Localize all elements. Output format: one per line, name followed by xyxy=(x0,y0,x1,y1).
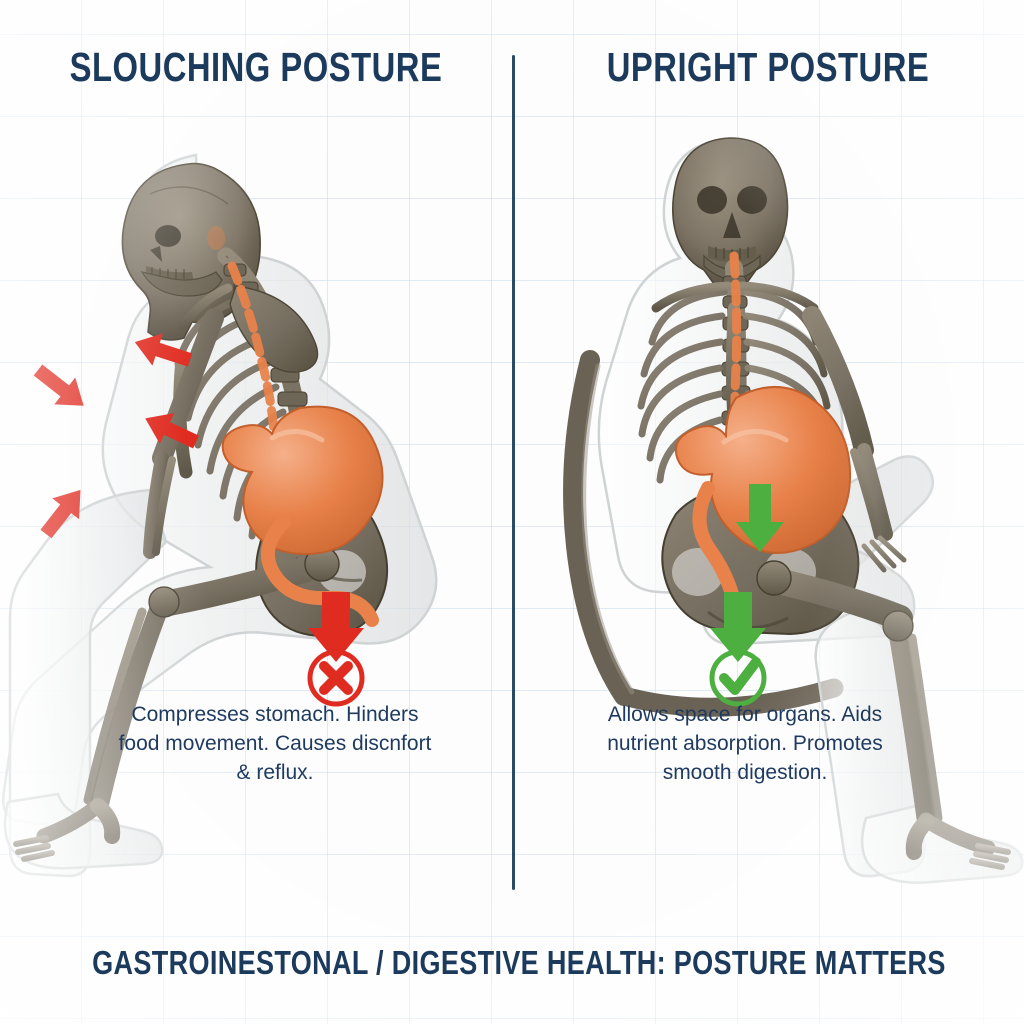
left-panel-title: SLOUCHING POSTURE xyxy=(69,44,443,90)
slouching-posture-figure xyxy=(2,153,438,878)
bottom-banner: GASTROINESTONAL / DIGESTIVE HEALTH: POST… xyxy=(92,944,946,981)
slouching-verdict-group xyxy=(307,592,365,707)
right-panel-caption: Allows space for organs. Aids nutrient a… xyxy=(607,703,883,784)
upright-posture-figure xyxy=(563,137,1024,884)
upright-verdict-group xyxy=(709,592,767,707)
panel-divider xyxy=(512,55,515,890)
left-panel-caption: Compresses stomach. Hinders food movemen… xyxy=(118,703,432,784)
right-panel-title: UPRIGHT POSTURE xyxy=(606,44,930,90)
